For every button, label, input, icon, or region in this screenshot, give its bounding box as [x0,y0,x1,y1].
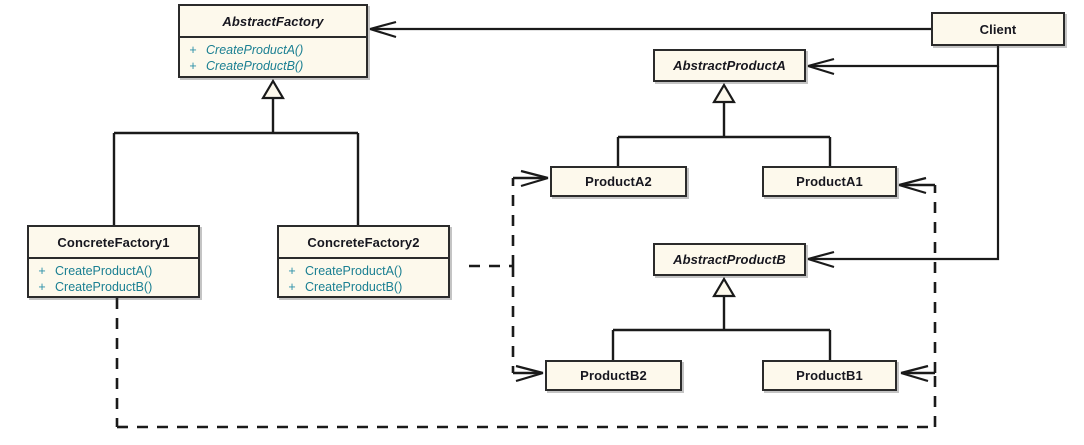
association-client-abstractproducta [807,46,1000,76]
class-box-abstract-factory[interactable]: AbstractFactory + CreateProductA() + Cre… [178,4,368,78]
member-row: + CreateProductB() [180,58,366,74]
class-box-product-a2[interactable]: ProductA2 [550,166,687,197]
class-box-concrete-factory-2[interactable]: ConcreteFactory2 + CreateProductA() + Cr… [277,225,450,298]
class-box-product-a1[interactable]: ProductA1 [762,166,897,197]
member-signature: CreateProductB() [55,280,153,294]
class-box-abstract-product-b[interactable]: AbstractProductB [653,243,806,276]
class-title-product-b2: ProductB2 [580,368,647,383]
generalization-product-b [611,276,832,360]
member-visibility: + [189,59,197,73]
class-title-abstract-product-a: AbstractProductA [673,58,786,73]
class-title-client: Client [979,21,1017,37]
member-visibility: + [189,43,197,57]
class-members-abstract-factory: + CreateProductA() + CreateProductB() [180,38,366,77]
member-visibility: + [288,280,296,294]
class-box-client[interactable]: Client [931,12,1065,46]
member-row: + CreateProductA() [29,263,198,279]
member-visibility: + [38,280,46,294]
member-signature: CreateProductA() [305,264,403,278]
member-visibility: + [288,264,296,278]
generalization-factories [112,78,360,225]
class-title-product-b1: ProductB1 [796,368,863,383]
dependency-concretefactory2-products [469,169,549,383]
member-signature: CreateProductA() [55,264,153,278]
class-box-abstract-product-a[interactable]: AbstractProductA [653,49,806,82]
member-row: + CreateProductA() [180,42,366,58]
member-visibility: + [38,264,46,278]
generalization-product-a [616,82,832,166]
class-title-product-a2: ProductA2 [585,174,652,189]
class-title-abstract-factory: AbstractFactory [222,13,324,29]
member-signature: CreateProductB() [206,59,304,73]
association-client-abstractfactory [369,20,931,39]
class-title-concrete-factory-1: ConcreteFactory1 [57,234,170,250]
class-compartment-divider [180,36,366,38]
class-box-concrete-factory-1[interactable]: ConcreteFactory1 + CreateProductA() + Cr… [27,225,200,298]
dependency-concretefactory1-products [115,176,937,429]
class-title-abstract-product-b: AbstractProductB [673,252,786,267]
member-signature: CreateProductA() [206,43,304,57]
class-members-concrete-factory-2: + CreateProductA() + CreateProductB() [279,259,448,298]
class-box-product-b1[interactable]: ProductB1 [762,360,897,391]
class-compartment-divider [279,257,448,259]
class-compartment-divider [29,257,198,259]
class-members-concrete-factory-1: + CreateProductA() + CreateProductB() [29,259,198,298]
association-client-abstractproductb [807,66,1000,269]
member-row: + CreateProductA() [279,263,448,279]
member-row: + CreateProductB() [29,279,198,295]
class-title-product-a1: ProductA1 [796,174,863,189]
class-box-product-b2[interactable]: ProductB2 [545,360,682,391]
member-row: + CreateProductB() [279,279,448,295]
member-signature: CreateProductB() [305,280,403,294]
class-title-concrete-factory-2: ConcreteFactory2 [307,234,420,250]
